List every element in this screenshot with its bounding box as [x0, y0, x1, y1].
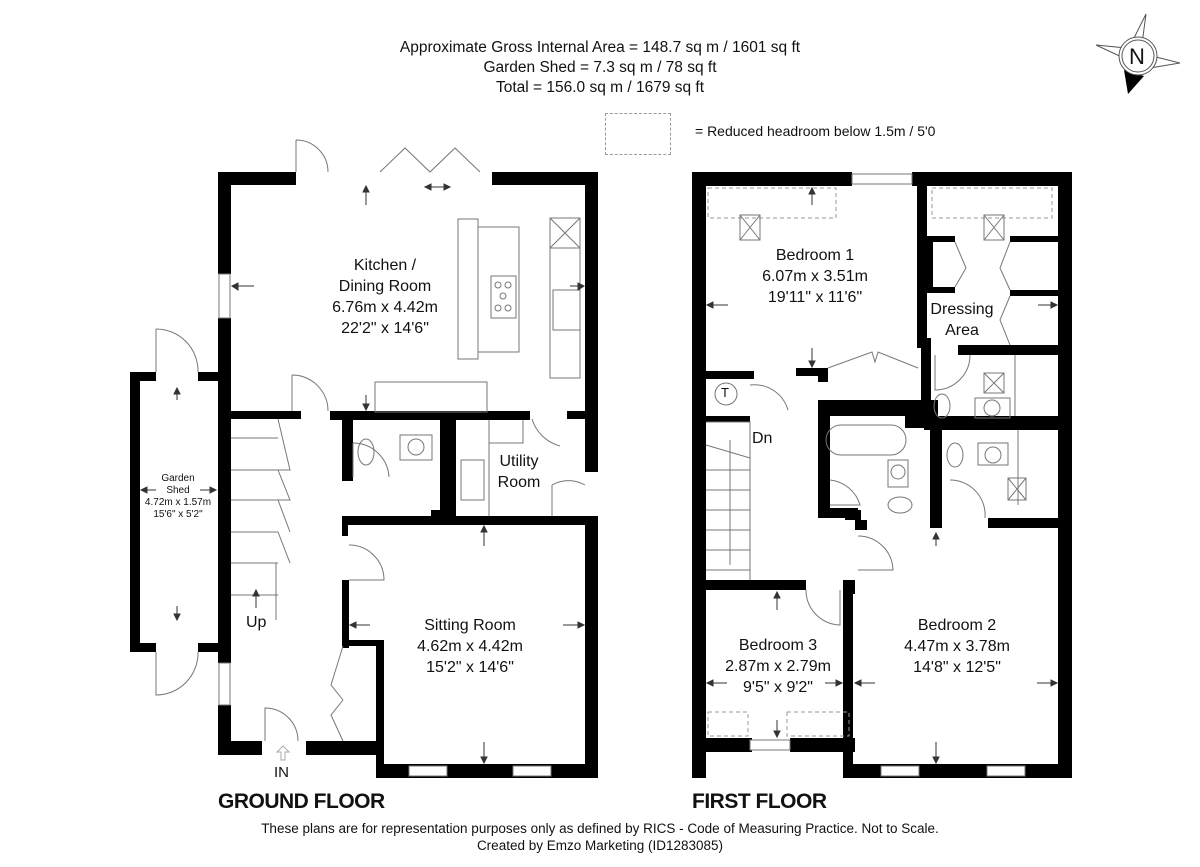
room-bedroom-3: Bedroom 3 2.87m x 2.79m 9'5" x 9'2"	[725, 637, 831, 696]
entrance-arrow-icon	[275, 745, 291, 761]
reduced-headroom-swatch	[605, 113, 671, 155]
credit-text: Created by Emzo Marketing (ID1283085)	[476, 838, 724, 853]
total-area: Total = 156.0 sq m / 1679 sq ft	[495, 79, 705, 96]
room-utility: Utility Room	[497, 453, 541, 491]
legend-text: = Reduced headroom below 1.5m / 5'0	[695, 123, 936, 139]
first-floor-title: FIRST FLOOR	[692, 790, 827, 813]
room-garden-shed: Garden Shed 4.72m x 1.57m 15'6" x 5'2"	[144, 473, 212, 520]
entrance-label: IN	[274, 764, 289, 781]
tank-cupboard-label: T	[721, 385, 729, 400]
area-summary: Approximate Gross Internal Area = 148.7 …	[0, 38, 1200, 98]
room-kitchen-dining: Kitchen / Dining Room 6.76m x 4.42m 22'2…	[332, 257, 438, 337]
ground-floor-title: GROUND FLOOR	[218, 790, 385, 813]
north-arrow-icon	[1095, 13, 1181, 94]
stairs-up-label: Up	[246, 614, 267, 631]
room-sitting-room: Sitting Room 4.62m x 4.42m 15'2" x 14'6"	[417, 617, 523, 676]
room-dressing-area: Dressing Area	[930, 301, 994, 339]
stairs-down-label: Dn	[752, 430, 773, 447]
garden-shed-area: Garden Shed = 7.3 sq m / 78 sq ft	[483, 59, 717, 76]
ground-floor-walls	[130, 172, 598, 778]
gross-internal-area: Approximate Gross Internal Area = 148.7 …	[399, 39, 801, 56]
first-floor-walls	[692, 172, 1072, 778]
disclaimer-text: These plans are for representation purpo…	[261, 821, 939, 836]
room-bedroom-1: Bedroom 1 6.07m x 3.51m 19'11" x 11'6"	[762, 247, 868, 306]
room-bedroom-2: Bedroom 2 4.47m x 3.78m 14'8" x 12'5"	[904, 617, 1010, 676]
footer: These plans are for representation purpo…	[0, 820, 1200, 854]
compass-north-label: N	[1129, 44, 1145, 69]
